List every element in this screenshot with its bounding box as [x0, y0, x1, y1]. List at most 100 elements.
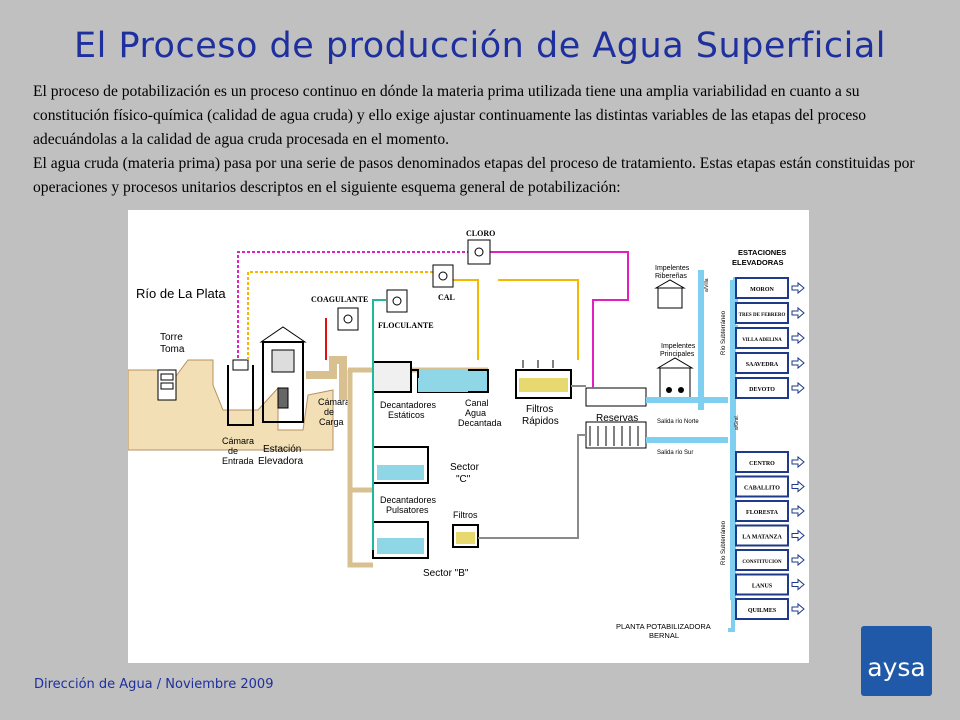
- station-box: [735, 327, 789, 349]
- station-label: CABALLITO: [744, 486, 780, 492]
- station-box: [735, 277, 789, 299]
- canal-agua-decantada: [468, 369, 489, 393]
- label-estacion-2: Elevadora: [258, 456, 303, 467]
- cloro-tank: [467, 239, 491, 265]
- label-rio-de-la-plata: Río de La Plata: [136, 286, 226, 301]
- station-label: MORON: [750, 287, 774, 293]
- station-arrow-icon: [791, 529, 805, 542]
- label-filtros-r-2: Rápidos: [522, 416, 559, 427]
- label-salida-norte: Salida río Norte: [657, 419, 699, 425]
- stations-bottom-group: CENTRO CABALLITO FLORESTA LA MATANZA CONSTIT…: [735, 451, 805, 620]
- coagulante-tank: [337, 307, 359, 331]
- station-arrow-icon: [791, 480, 805, 493]
- label-sector-b: Sector "B": [423, 568, 469, 579]
- station-arrow-icon: [791, 381, 805, 395]
- station-arrow-icon: [791, 331, 805, 345]
- label-canal-1: Canal: [465, 398, 489, 408]
- station-box: [735, 377, 789, 399]
- station-box: [735, 500, 789, 522]
- label-canal-3: Decantada: [458, 418, 502, 428]
- filtros-rapidos: [515, 360, 572, 399]
- label-planta-2: BERNAL: [649, 631, 679, 640]
- station-box: [735, 573, 789, 596]
- floculante-tank: [386, 289, 408, 313]
- station-label: TRES DE FEBRERO: [739, 313, 786, 318]
- label-imp-pri-1: Impelentes: [661, 343, 696, 350]
- station-label: DEVOTO: [749, 387, 775, 393]
- station-label: LANUS: [752, 584, 773, 590]
- cal-tank: [432, 264, 454, 288]
- label-coagulante: COAGULANTE: [311, 295, 368, 304]
- planta-line: [728, 600, 735, 632]
- filtered-water-pipes: [478, 385, 586, 539]
- station-arrow-icon: [791, 281, 805, 295]
- label-torre-1: Torre: [160, 332, 183, 343]
- label-cal: CAL: [438, 293, 455, 302]
- label-rio-sub-2: Río Subterráneo: [721, 520, 727, 565]
- label-cloro: CLORO: [466, 229, 495, 238]
- label-imp-rib-2: Ribereñas: [655, 273, 687, 280]
- station-label: LA MATANZA: [742, 535, 782, 541]
- label-estaciones-2: ELEVADORAS: [732, 258, 784, 267]
- label-floculante: FLOCULANTE: [378, 321, 434, 330]
- station-box: [735, 451, 789, 473]
- footer-text: Dirección de Agua / Noviembre 2009: [34, 677, 274, 692]
- cal-line-2: [448, 279, 479, 360]
- station-label: CENTRO: [749, 461, 775, 467]
- label-camara-entrada-1: Cámara: [222, 436, 254, 446]
- filtros-sector-b: [452, 524, 479, 548]
- station-arrow-icon: [791, 306, 805, 320]
- station-box: [735, 475, 789, 498]
- station-arrow-icon: [791, 553, 805, 567]
- logo-text: aysa: [867, 653, 926, 682]
- station-label: CONSTITUCION: [742, 560, 782, 565]
- label-planta-1: PLANTA POTABILIZADORA: [616, 622, 711, 631]
- label-salida-sur: Salida río Sur: [657, 450, 693, 456]
- camara-carga: [306, 356, 347, 400]
- chemical-lines: [237, 251, 629, 550]
- label-vert-1: a/Villa: [704, 278, 710, 292]
- intro-paragraph-2: El agua cruda (materia prima) pasa por u…: [33, 155, 915, 196]
- label-estaciones-1: ESTACIONES: [738, 248, 786, 257]
- label-camara-entrada-2: de: [228, 446, 238, 456]
- river-bank: [128, 359, 334, 451]
- label-estacion-1: Estación: [263, 444, 301, 455]
- impelentes-principales: [656, 357, 694, 399]
- station-box: [735, 549, 789, 571]
- page-title: El Proceso de producción de Agua Superfi…: [73, 26, 886, 66]
- process-diagram: Torre Toma Cámara de Entrada Estación El…: [128, 210, 809, 663]
- label-reservas: Reservas: [596, 413, 638, 424]
- label-camara-carga-2: de: [324, 407, 334, 417]
- label-canal-2: Agua: [465, 408, 486, 418]
- station-label: FLORESTA: [746, 510, 779, 516]
- estacion-elevadora: [259, 326, 307, 423]
- station-arrow-icon: [791, 578, 805, 591]
- station-label: QUILMES: [748, 608, 777, 614]
- label-imp-pri-2: Principales: [660, 351, 695, 358]
- label-rio-sub-1: Río Subterráneo: [721, 310, 727, 355]
- label-sector-c-2: "C": [456, 474, 471, 485]
- cloro-line: [237, 251, 485, 360]
- cal-line-3: [498, 279, 579, 360]
- label-camara-carga-3: Carga: [319, 417, 344, 427]
- camara-entrada: [227, 365, 254, 426]
- cal-line: [247, 271, 446, 360]
- label-decant-est-1: Decantadores: [380, 400, 437, 410]
- label-torre-2: Toma: [160, 344, 185, 355]
- station-label: SAAVEDRA: [746, 362, 779, 368]
- cloro-line-2: [485, 251, 629, 388]
- label-decant-pul-2: Pulsatores: [386, 505, 429, 515]
- station-arrow-icon: [791, 504, 805, 518]
- label-vert-2: a/Gral.: [734, 415, 740, 430]
- intake-tower: [157, 369, 177, 401]
- intro-text: El proceso de potabilización es un proce…: [33, 80, 938, 200]
- label-imp-rib-1: Impelentes: [655, 265, 690, 272]
- label-camara-carga-1: Cámara: [318, 397, 350, 407]
- decantadores-estaticos: [372, 361, 489, 393]
- label-sector-c-1: Sector: [450, 462, 480, 473]
- sector-c: [372, 446, 429, 484]
- station-box: [735, 302, 789, 324]
- station-arrow-icon: [791, 356, 805, 370]
- impelentes-ribereñas: [654, 279, 686, 309]
- station-box: [735, 598, 789, 620]
